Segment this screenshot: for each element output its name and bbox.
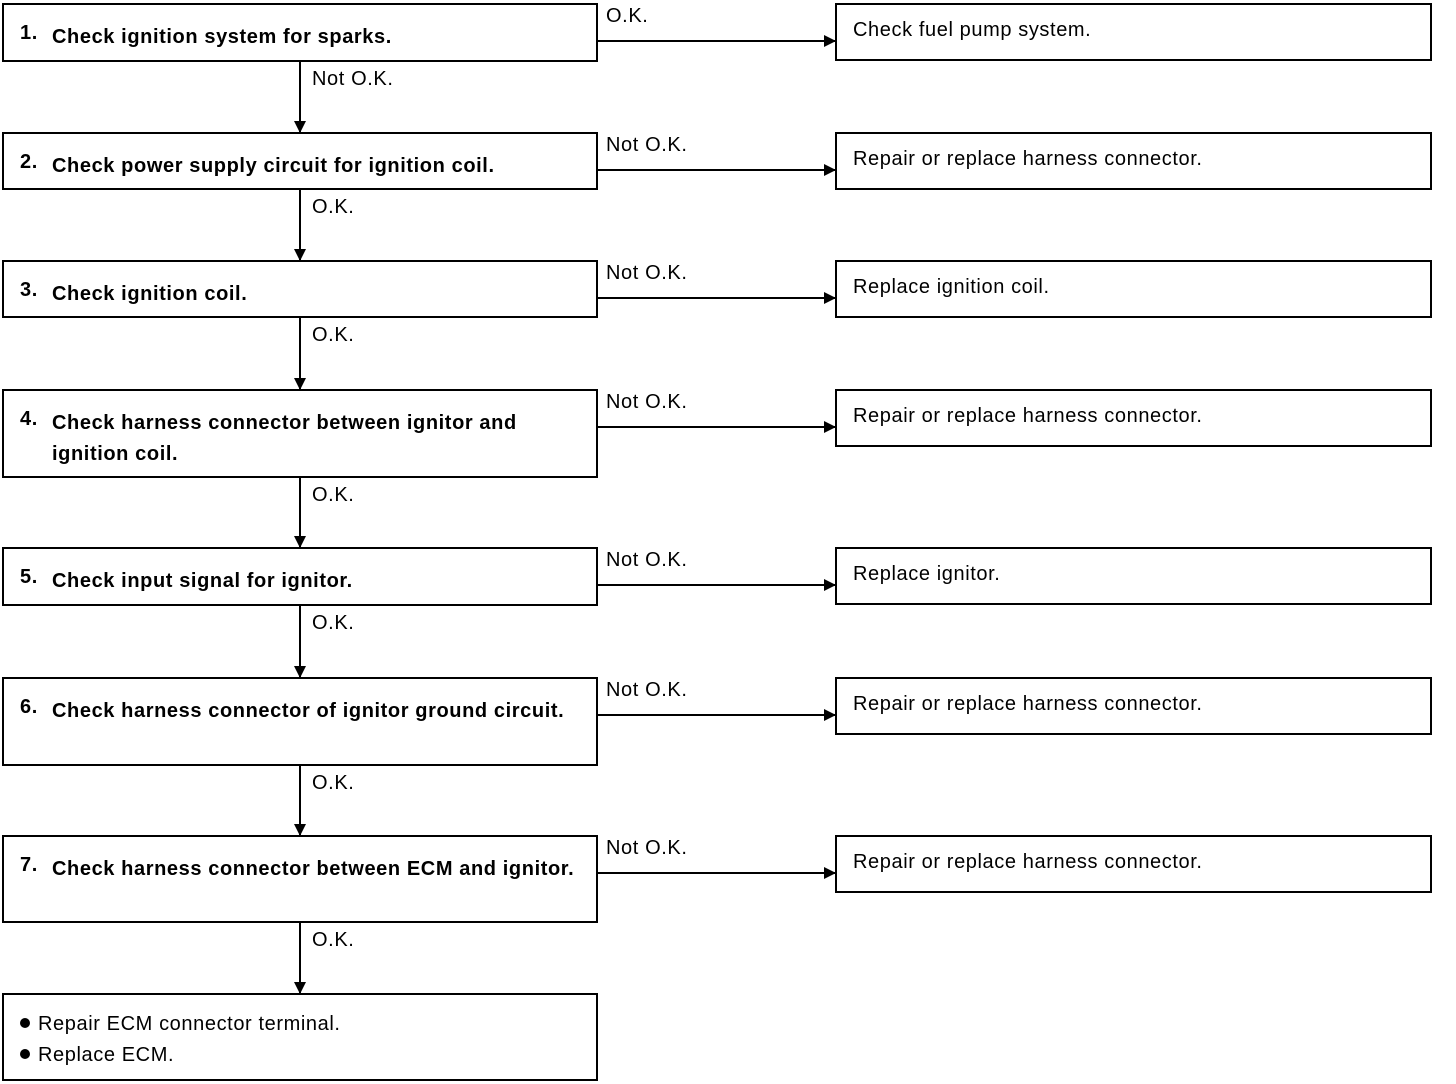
branch-label: Not O.K. — [606, 391, 688, 413]
flow-label: O.K. — [312, 929, 355, 951]
final-action-box: Repair ECM connector terminal. Replace E… — [2, 993, 598, 1081]
branch-label: Not O.K. — [606, 837, 688, 859]
result-box: Replace ignitor. — [835, 547, 1432, 605]
result-box: Check fuel pump system. — [835, 3, 1432, 61]
flow-label: Not O.K. — [312, 68, 394, 90]
step-text: Check harness connector between ECM and … — [52, 858, 575, 880]
result-text: Repair or replace harness connector. — [853, 148, 1203, 170]
flow-label: O.K. — [312, 196, 355, 218]
step-text: Check input signal for ignitor. — [52, 570, 353, 592]
bullet-icon — [20, 1049, 30, 1059]
branch-label: Not O.K. — [606, 262, 688, 284]
step-number: 5. — [20, 566, 38, 588]
branch-label: Not O.K. — [606, 679, 688, 701]
step-number: 7. — [20, 854, 38, 876]
step-number: 1. — [20, 22, 38, 44]
final-action-text: Replace ECM. — [38, 1044, 175, 1066]
step-number: 2. — [20, 151, 38, 173]
step-text: Check harness connector between ignitor … — [52, 412, 517, 465]
result-box: Repair or replace harness connector. — [835, 835, 1432, 893]
result-box: Repair or replace harness connector. — [835, 132, 1432, 190]
step-number: 4. — [20, 408, 38, 430]
step-box: 7. Check harness connector between ECM an… — [2, 835, 598, 923]
result-text: Replace ignition coil. — [853, 276, 1050, 298]
flow-label: O.K. — [312, 324, 355, 346]
branch-label: Not O.K. — [606, 549, 688, 571]
step-box: 6. Check harness connector of ignitor gro… — [2, 677, 598, 766]
result-box: Repair or replace harness connector. — [835, 677, 1432, 735]
step-number: 6. — [20, 696, 38, 718]
final-action-list: Repair ECM connector terminal. Replace E… — [20, 1009, 341, 1071]
step-box: 3. Check ignition coil. — [2, 260, 598, 318]
step-text: Check ignition system for sparks. — [52, 26, 392, 48]
step-text: Check power supply circuit for ignition … — [52, 155, 495, 177]
result-text: Replace ignitor. — [853, 563, 1001, 585]
final-action-item: Repair ECM connector terminal. — [20, 1009, 341, 1040]
step-box: 4. Check harness connector between ignito… — [2, 389, 598, 478]
result-text: Repair or replace harness connector. — [853, 693, 1203, 715]
step-box: 2. Check power supply circuit for ignitio… — [2, 132, 598, 190]
bullet-icon — [20, 1018, 30, 1028]
final-action-item: Replace ECM. — [20, 1040, 341, 1071]
step-number: 3. — [20, 279, 38, 301]
step-text: Check ignition coil. — [52, 283, 248, 305]
step-box: 1. Check ignition system for sparks. — [2, 3, 598, 62]
result-text: Check fuel pump system. — [853, 19, 1092, 41]
branch-label: O.K. — [606, 5, 649, 27]
flow-label: O.K. — [312, 772, 355, 794]
branch-label: Not O.K. — [606, 134, 688, 156]
flow-label: O.K. — [312, 612, 355, 634]
result-text: Repair or replace harness connector. — [853, 405, 1203, 427]
flow-label: O.K. — [312, 484, 355, 506]
step-text: Check harness connector of ignitor groun… — [52, 700, 565, 722]
result-text: Repair or replace harness connector. — [853, 851, 1203, 873]
result-box: Replace ignition coil. — [835, 260, 1432, 318]
final-action-text: Repair ECM connector terminal. — [38, 1013, 341, 1035]
result-box: Repair or replace harness connector. — [835, 389, 1432, 447]
step-box: 5. Check input signal for ignitor. — [2, 547, 598, 606]
